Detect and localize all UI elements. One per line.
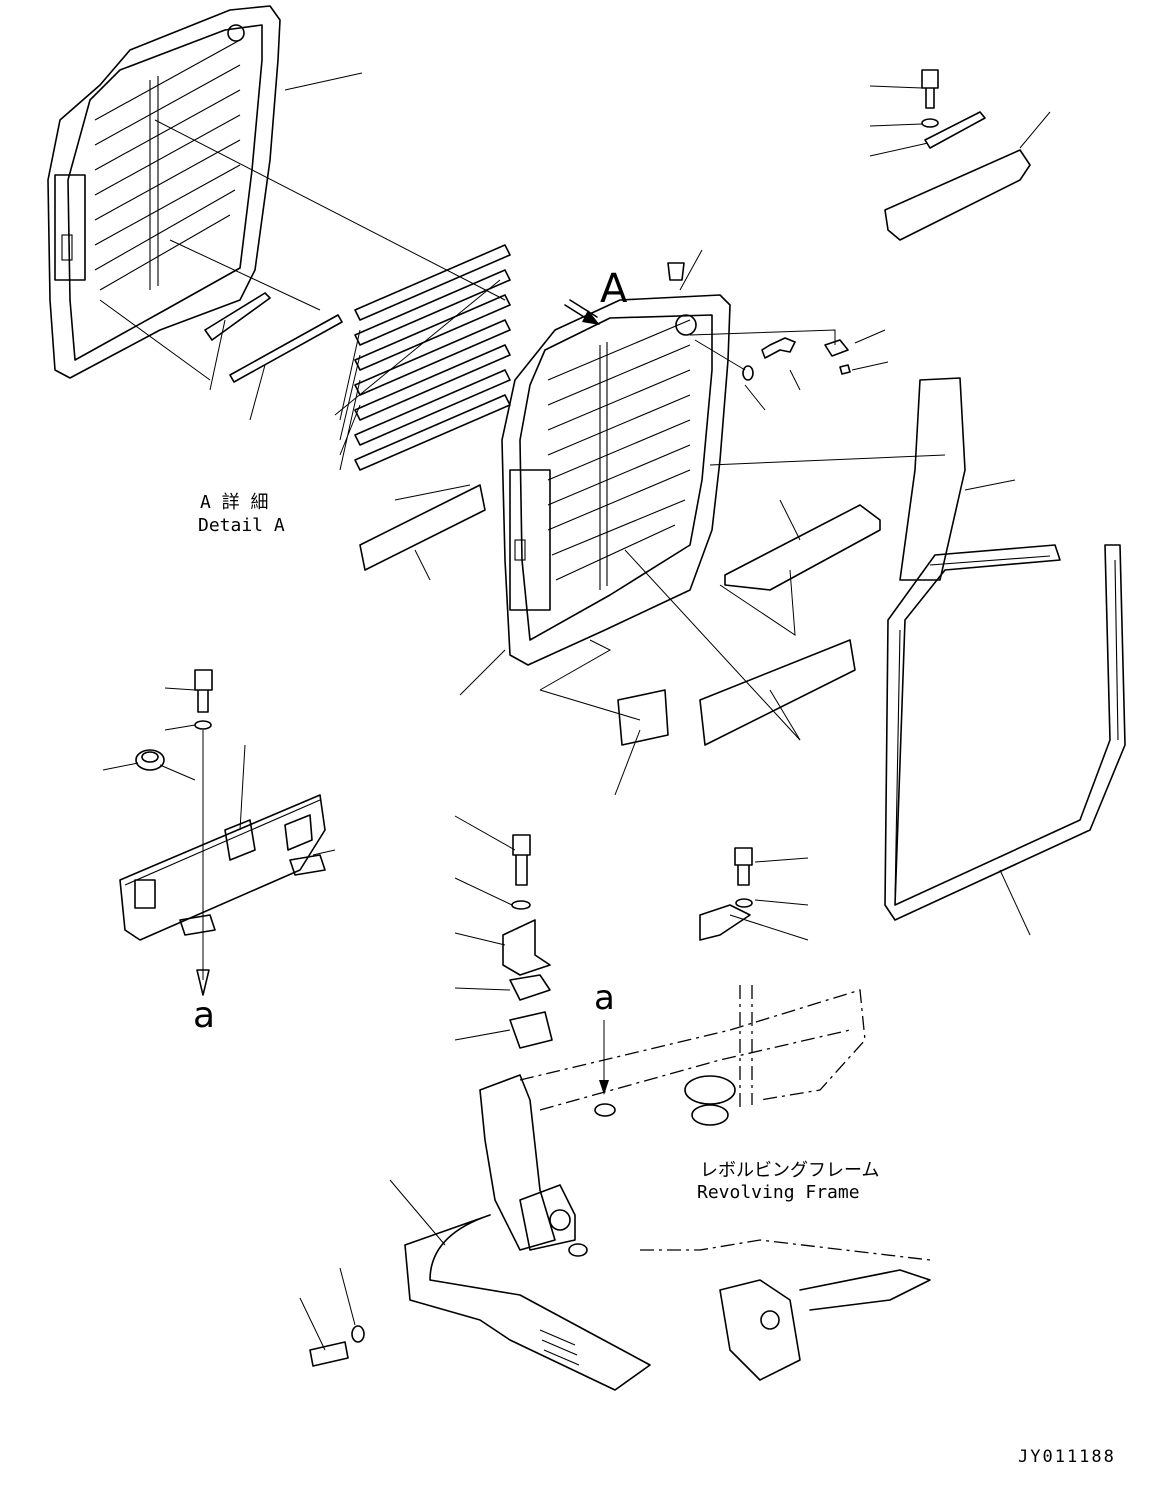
louver-slats <box>354 244 511 471</box>
main-grille-door <box>501 262 731 666</box>
frame-label-en: Revolving Frame <box>697 1182 860 1203</box>
side-cover <box>119 669 326 996</box>
reference-label-center: a <box>594 978 615 1018</box>
detail-title-en: Detail A <box>198 515 285 536</box>
reference-label-left: a <box>193 995 216 1036</box>
frame-label-jp: レボルビングフレーム <box>700 1160 880 1181</box>
leader-lines <box>99 72 1051 1351</box>
view-arrow-label: A <box>600 266 628 312</box>
fasteners-main-door <box>742 337 851 381</box>
view-arrow-a <box>564 299 600 325</box>
drawing-id: JY011188 <box>1018 1447 1116 1467</box>
revolving-frame <box>479 985 931 1381</box>
detail-title-jp: A 詳 細 <box>200 492 269 513</box>
under-cover <box>309 1214 651 1391</box>
foam-pads <box>359 377 966 746</box>
hinge-fasteners-center <box>502 834 753 1049</box>
door-seal <box>884 544 1126 921</box>
reference-arrow-a <box>599 1020 609 1095</box>
hinge-bracket-top <box>884 69 1031 241</box>
detail-a-grille-door <box>47 5 343 383</box>
